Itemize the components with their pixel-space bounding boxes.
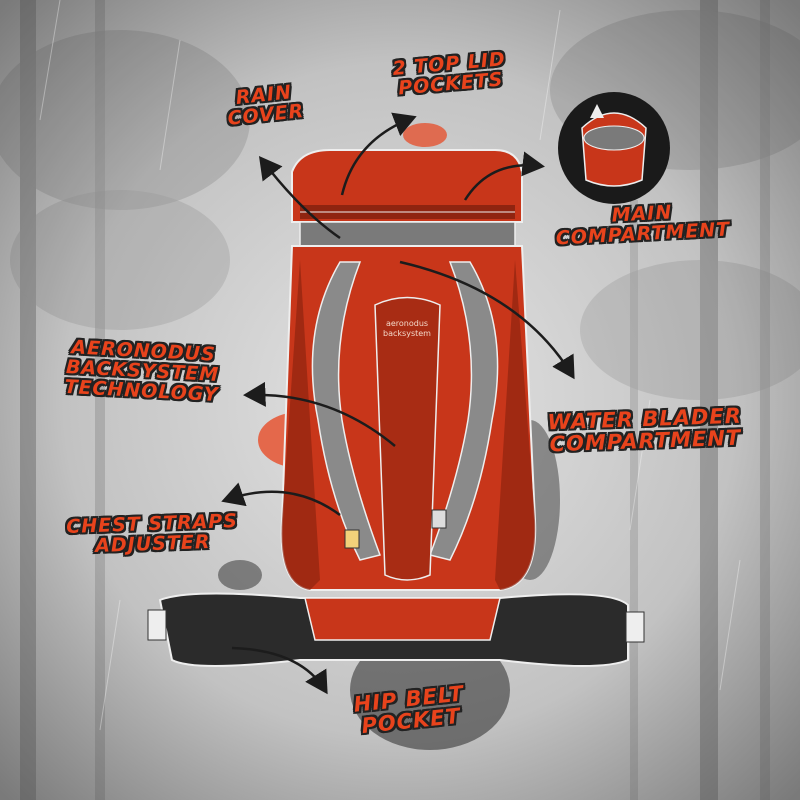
arrow-aeronodus bbox=[243, 381, 396, 447]
label-water-blader-compartment: WATER BLADER COMPARTMENT bbox=[539, 404, 750, 457]
arrow-hip-belt bbox=[231, 646, 328, 695]
arrow-water-blader bbox=[399, 260, 575, 380]
back-panel bbox=[374, 296, 441, 581]
hip-buckle-left bbox=[147, 609, 167, 641]
arrow-main-compartment bbox=[463, 151, 545, 201]
arrow-top-lid bbox=[340, 112, 417, 196]
brand-logo-mark bbox=[590, 104, 604, 118]
chest-buckle-right bbox=[431, 509, 447, 529]
hip-buckle-right bbox=[625, 611, 645, 643]
arrow-chest-straps bbox=[221, 482, 341, 517]
back-panel-sub: backsystem bbox=[383, 329, 431, 338]
arrow-rain-cover bbox=[258, 156, 341, 240]
lid-zip bbox=[299, 221, 516, 247]
chest-buckle-left bbox=[344, 529, 360, 549]
right-shoulder-strap bbox=[429, 261, 499, 561]
label-chest-straps-adjuster: CHEST STRAPS ADJUSTER bbox=[54, 510, 250, 559]
pointer-arrows bbox=[221, 112, 575, 695]
label-aeronodus-backsystem: AERONODUS BACKSYSTEM TECHNOLOGY bbox=[54, 336, 232, 406]
left-shoulder-strap bbox=[311, 261, 381, 561]
back-panel-brand: aeronodus bbox=[386, 319, 428, 328]
rain-streaks bbox=[39, 0, 741, 731]
